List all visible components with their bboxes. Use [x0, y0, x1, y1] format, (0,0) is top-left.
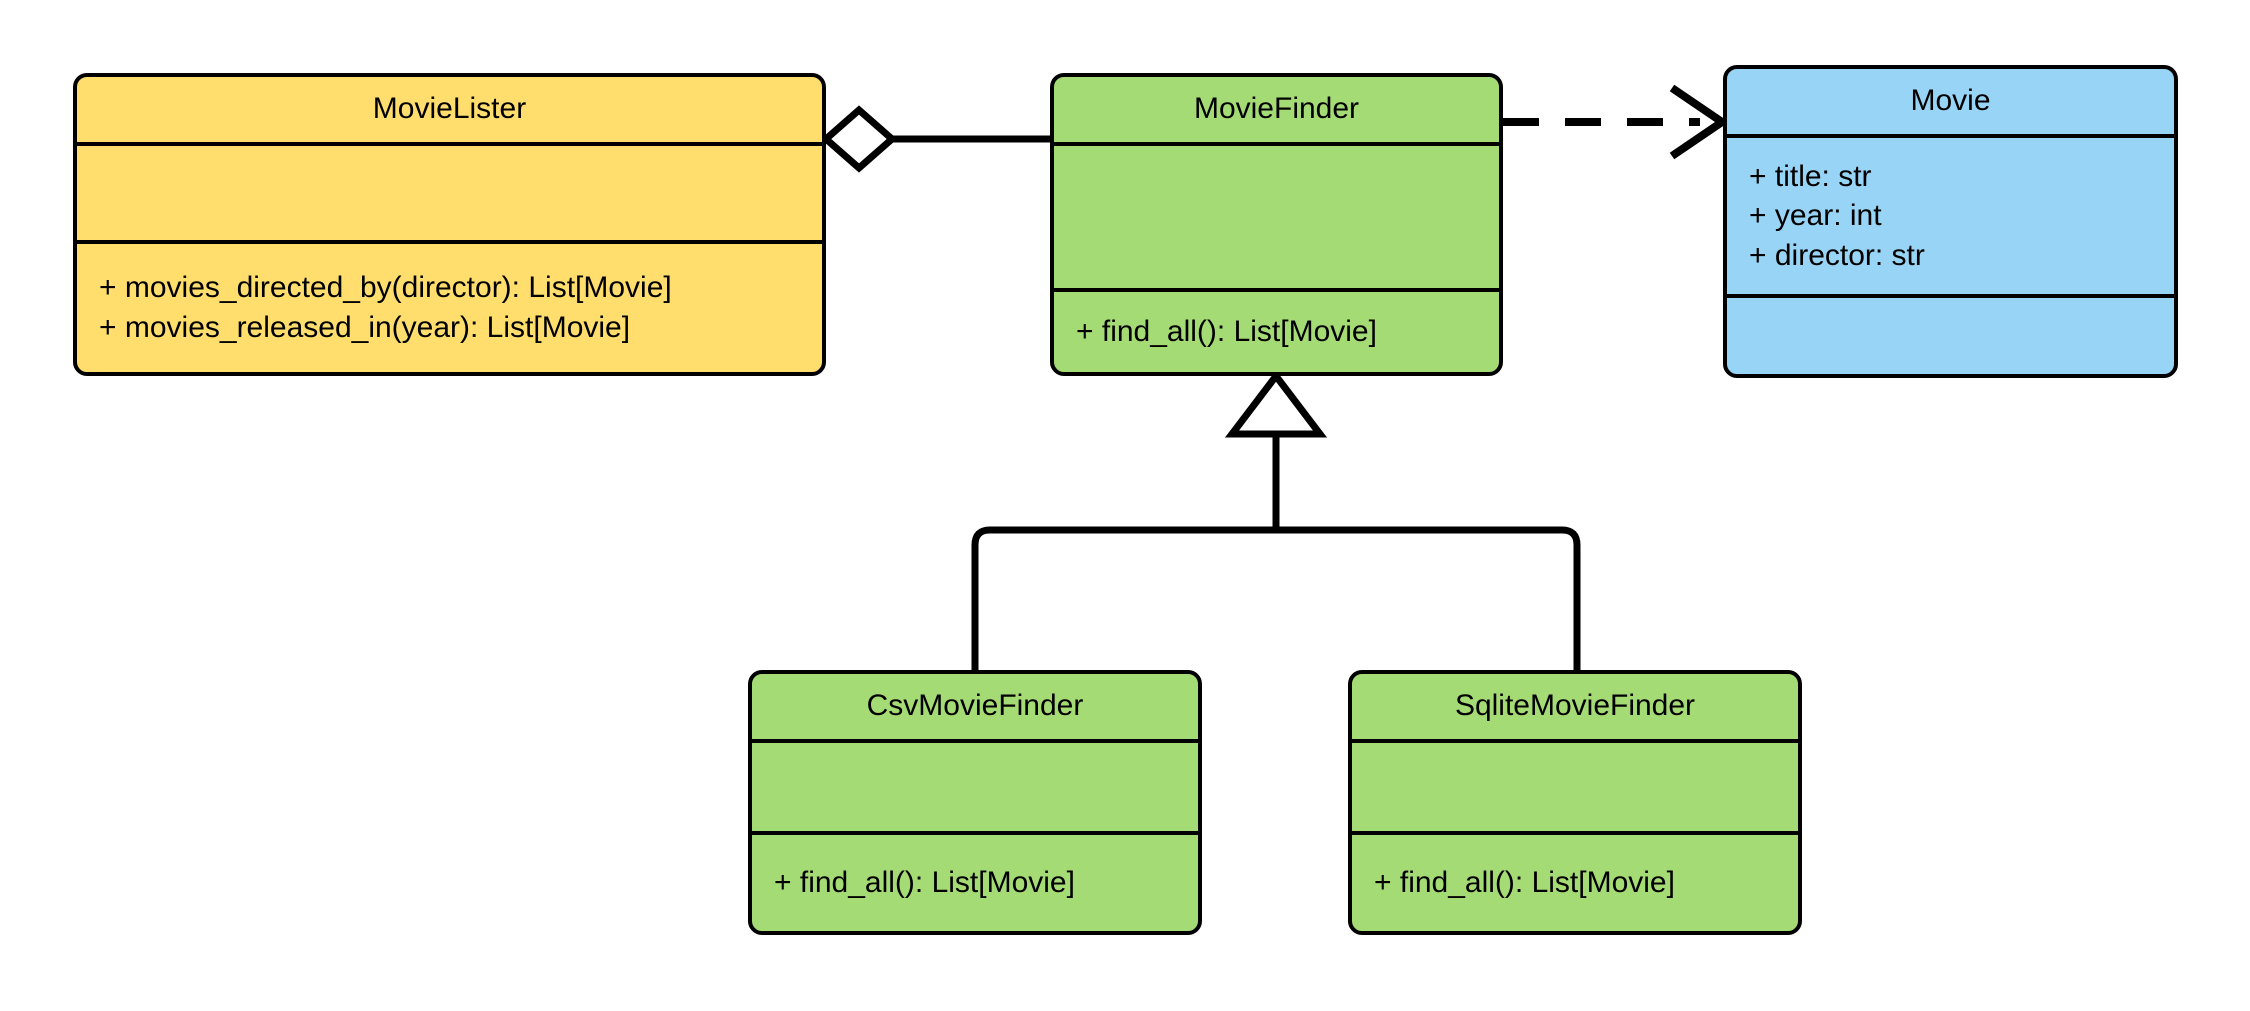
attributes-compartment-movie-lister: [77, 142, 822, 240]
class-name-csv-movie-finder: CsvMovieFinder: [752, 674, 1198, 739]
attributes-compartment-movie-finder: [1054, 142, 1499, 288]
class-box-csv-movie-finder[interactable]: CsvMovieFinder + find_all(): List[Movie]: [748, 670, 1202, 935]
class-box-movie-lister[interactable]: MovieLister + movies_directed_by(directo…: [73, 73, 826, 376]
class-name-label: MovieLister: [372, 92, 527, 126]
attributes-compartment-sqlite-movie-finder: [1352, 739, 1798, 831]
method-item: + find_all(): List[Movie]: [774, 866, 1075, 900]
generalization-branch: [971, 526, 1581, 670]
methods-compartment-movie-lister: + movies_directed_by(director): List[Mov…: [77, 240, 822, 372]
class-box-sqlite-movie-finder[interactable]: SqliteMovieFinder + find_all(): List[Mov…: [1348, 670, 1802, 935]
class-name-label: CsvMovieFinder: [866, 689, 1084, 723]
class-name-movie-finder: MovieFinder: [1054, 77, 1499, 142]
methods-compartment-movie: [1727, 294, 2174, 374]
method-item: + find_all(): List[Movie]: [1076, 315, 1377, 349]
class-name-movie: Movie: [1727, 69, 2174, 134]
hollow-triangle-icon: [1224, 370, 1328, 438]
hollow-diamond-icon: [820, 105, 898, 173]
methods-compartment-sqlite-movie-finder: + find_all(): List[Movie]: [1352, 831, 1798, 931]
edge-dependency-finder-movie: [1503, 84, 1730, 160]
class-name-label: SqliteMovieFinder: [1454, 689, 1696, 723]
class-box-movie[interactable]: Movie + title: str + year: int + directo…: [1723, 65, 2178, 378]
class-name-label: Movie: [1910, 84, 1991, 118]
edge-generalization-subclasses: [971, 370, 1581, 670]
methods-compartment-movie-finder: + find_all(): List[Movie]: [1054, 288, 1499, 372]
class-name-sqlite-movie-finder: SqliteMovieFinder: [1352, 674, 1798, 739]
attributes-compartment-movie: + title: str + year: int + director: str: [1727, 134, 2174, 294]
attribute-item: + director: str: [1749, 238, 1925, 272]
open-arrow-icon: [1669, 84, 1730, 160]
class-name-label: MovieFinder: [1193, 92, 1360, 126]
attribute-item: + year: int: [1749, 199, 1882, 233]
attributes-compartment-csv-movie-finder: [752, 739, 1198, 831]
method-item: + movies_directed_by(director): List[Mov…: [99, 271, 672, 305]
class-box-movie-finder[interactable]: MovieFinder + find_all(): List[Movie]: [1050, 73, 1503, 376]
method-item: + movies_released_in(year): List[Movie]: [99, 311, 631, 344]
edge-aggregation-lister-finder: [820, 105, 1050, 173]
methods-compartment-csv-movie-finder: + find_all(): List[Movie]: [752, 831, 1198, 931]
method-item: + find_all(): List[Movie]: [1374, 866, 1675, 900]
class-name-movie-lister: MovieLister: [77, 77, 822, 142]
attribute-item: + title: str: [1749, 159, 1872, 193]
